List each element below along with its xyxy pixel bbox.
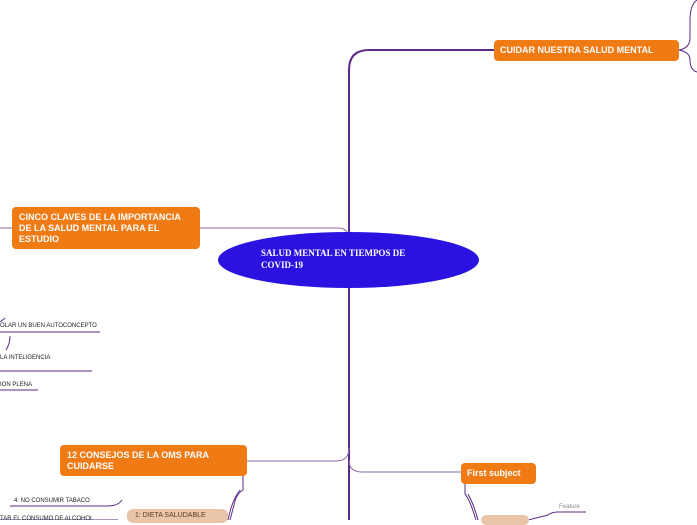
subnode-dieta[interactable]: 1: DIETA SALUDABLE bbox=[127, 509, 228, 523]
subnode-first-child[interactable] bbox=[481, 515, 529, 525]
branch-first-label: First subject bbox=[467, 468, 521, 478]
branch-cinco-label: CINCO CLAVES DE LA IMPORTANCIA DE LA SAL… bbox=[19, 212, 181, 244]
connector-first bbox=[348, 459, 461, 473]
branch-cuidar-salud[interactable]: CUIDAR NUESTRA SALUD MENTAL bbox=[494, 40, 679, 61]
connector-first-down2 bbox=[467, 493, 479, 520]
central-topic-label: SALUD MENTAL EN TIEMPOS DE COVID-19 bbox=[261, 248, 406, 270]
connector-cuidar-top bbox=[678, 0, 697, 51]
leaf-autoconcepto[interactable]: OLAR UN BUEN AUTOCONCEPTO bbox=[0, 323, 97, 329]
branch-doce-consejos[interactable]: 12 CONSEJOS DE LA OMS PARA CUIDARSE bbox=[60, 445, 247, 476]
leaf-alcohol[interactable]: TAR EL CONSUMO DE ALCOHOL bbox=[0, 516, 94, 522]
leaf-plena[interactable]: ION PLENA bbox=[0, 382, 33, 388]
subnode-dieta-label: 1: DIETA SALUDABLE bbox=[135, 512, 206, 519]
branch-cinco-claves[interactable]: CINCO CLAVES DE LA IMPORTANCIA DE LA SAL… bbox=[12, 207, 200, 249]
trunk-line bbox=[348, 49, 494, 520]
branch-consejos-label: 12 CONSEJOS DE LA OMS PARA CUIDARSE bbox=[67, 450, 209, 471]
leaf-arrow-mid bbox=[5, 335, 11, 351]
leaf-arrow-top bbox=[0, 317, 6, 323]
central-topic[interactable]: SALUD MENTAL EN TIEMPOS DE COVID-19 bbox=[218, 232, 479, 288]
connector-consejos-down bbox=[229, 476, 244, 520]
leaf-tabaco[interactable]: 4: NO CONSUMIR TABACO bbox=[14, 498, 90, 504]
leaf-feature[interactable]: Feature bbox=[559, 504, 580, 510]
connector-feature bbox=[527, 511, 586, 520]
connector-consejos-down2 bbox=[227, 489, 241, 520]
connector-first-down bbox=[464, 484, 477, 520]
leaf-line-tabaco bbox=[10, 499, 123, 507]
connector-consejos bbox=[246, 447, 350, 462]
leaf-inteligencia[interactable]: LA INTELIGENCIA bbox=[0, 355, 51, 361]
connector-cuidar-bottom bbox=[678, 49, 697, 73]
branch-first-subject[interactable]: First subject bbox=[461, 463, 536, 484]
branch-cuidar-label: CUIDAR NUESTRA SALUD MENTAL bbox=[500, 45, 654, 55]
